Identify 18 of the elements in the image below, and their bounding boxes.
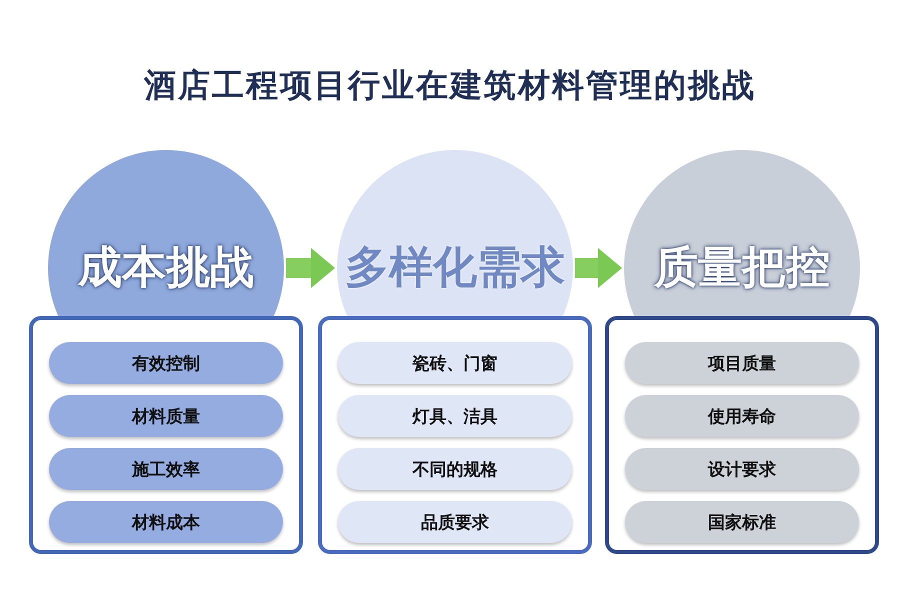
item-pill: 项目质量 <box>625 342 859 384</box>
item-pill: 瓷砖、门窗 <box>338 342 572 384</box>
arrow <box>575 248 622 288</box>
item-pill: 灯具、洁具 <box>338 395 572 437</box>
item-pill: 品质要求 <box>338 501 572 543</box>
item-pill: 有效控制 <box>49 342 283 384</box>
arrow <box>286 248 335 288</box>
item-pill: 施工效率 <box>49 448 283 490</box>
list-panel <box>29 316 303 554</box>
item-pill: 材料质量 <box>49 395 283 437</box>
item-pill: 设计要求 <box>625 448 859 490</box>
item-pill: 国家标准 <box>625 501 859 543</box>
title: 酒店工程项目行业在建筑材料管理的挑战 <box>142 65 757 106</box>
list-panel <box>318 316 592 554</box>
item-pill: 使用寿命 <box>625 395 859 437</box>
list-panel <box>605 316 879 554</box>
item-pill: 材料成本 <box>49 501 283 543</box>
item-pill: 不同的规格 <box>338 448 572 490</box>
